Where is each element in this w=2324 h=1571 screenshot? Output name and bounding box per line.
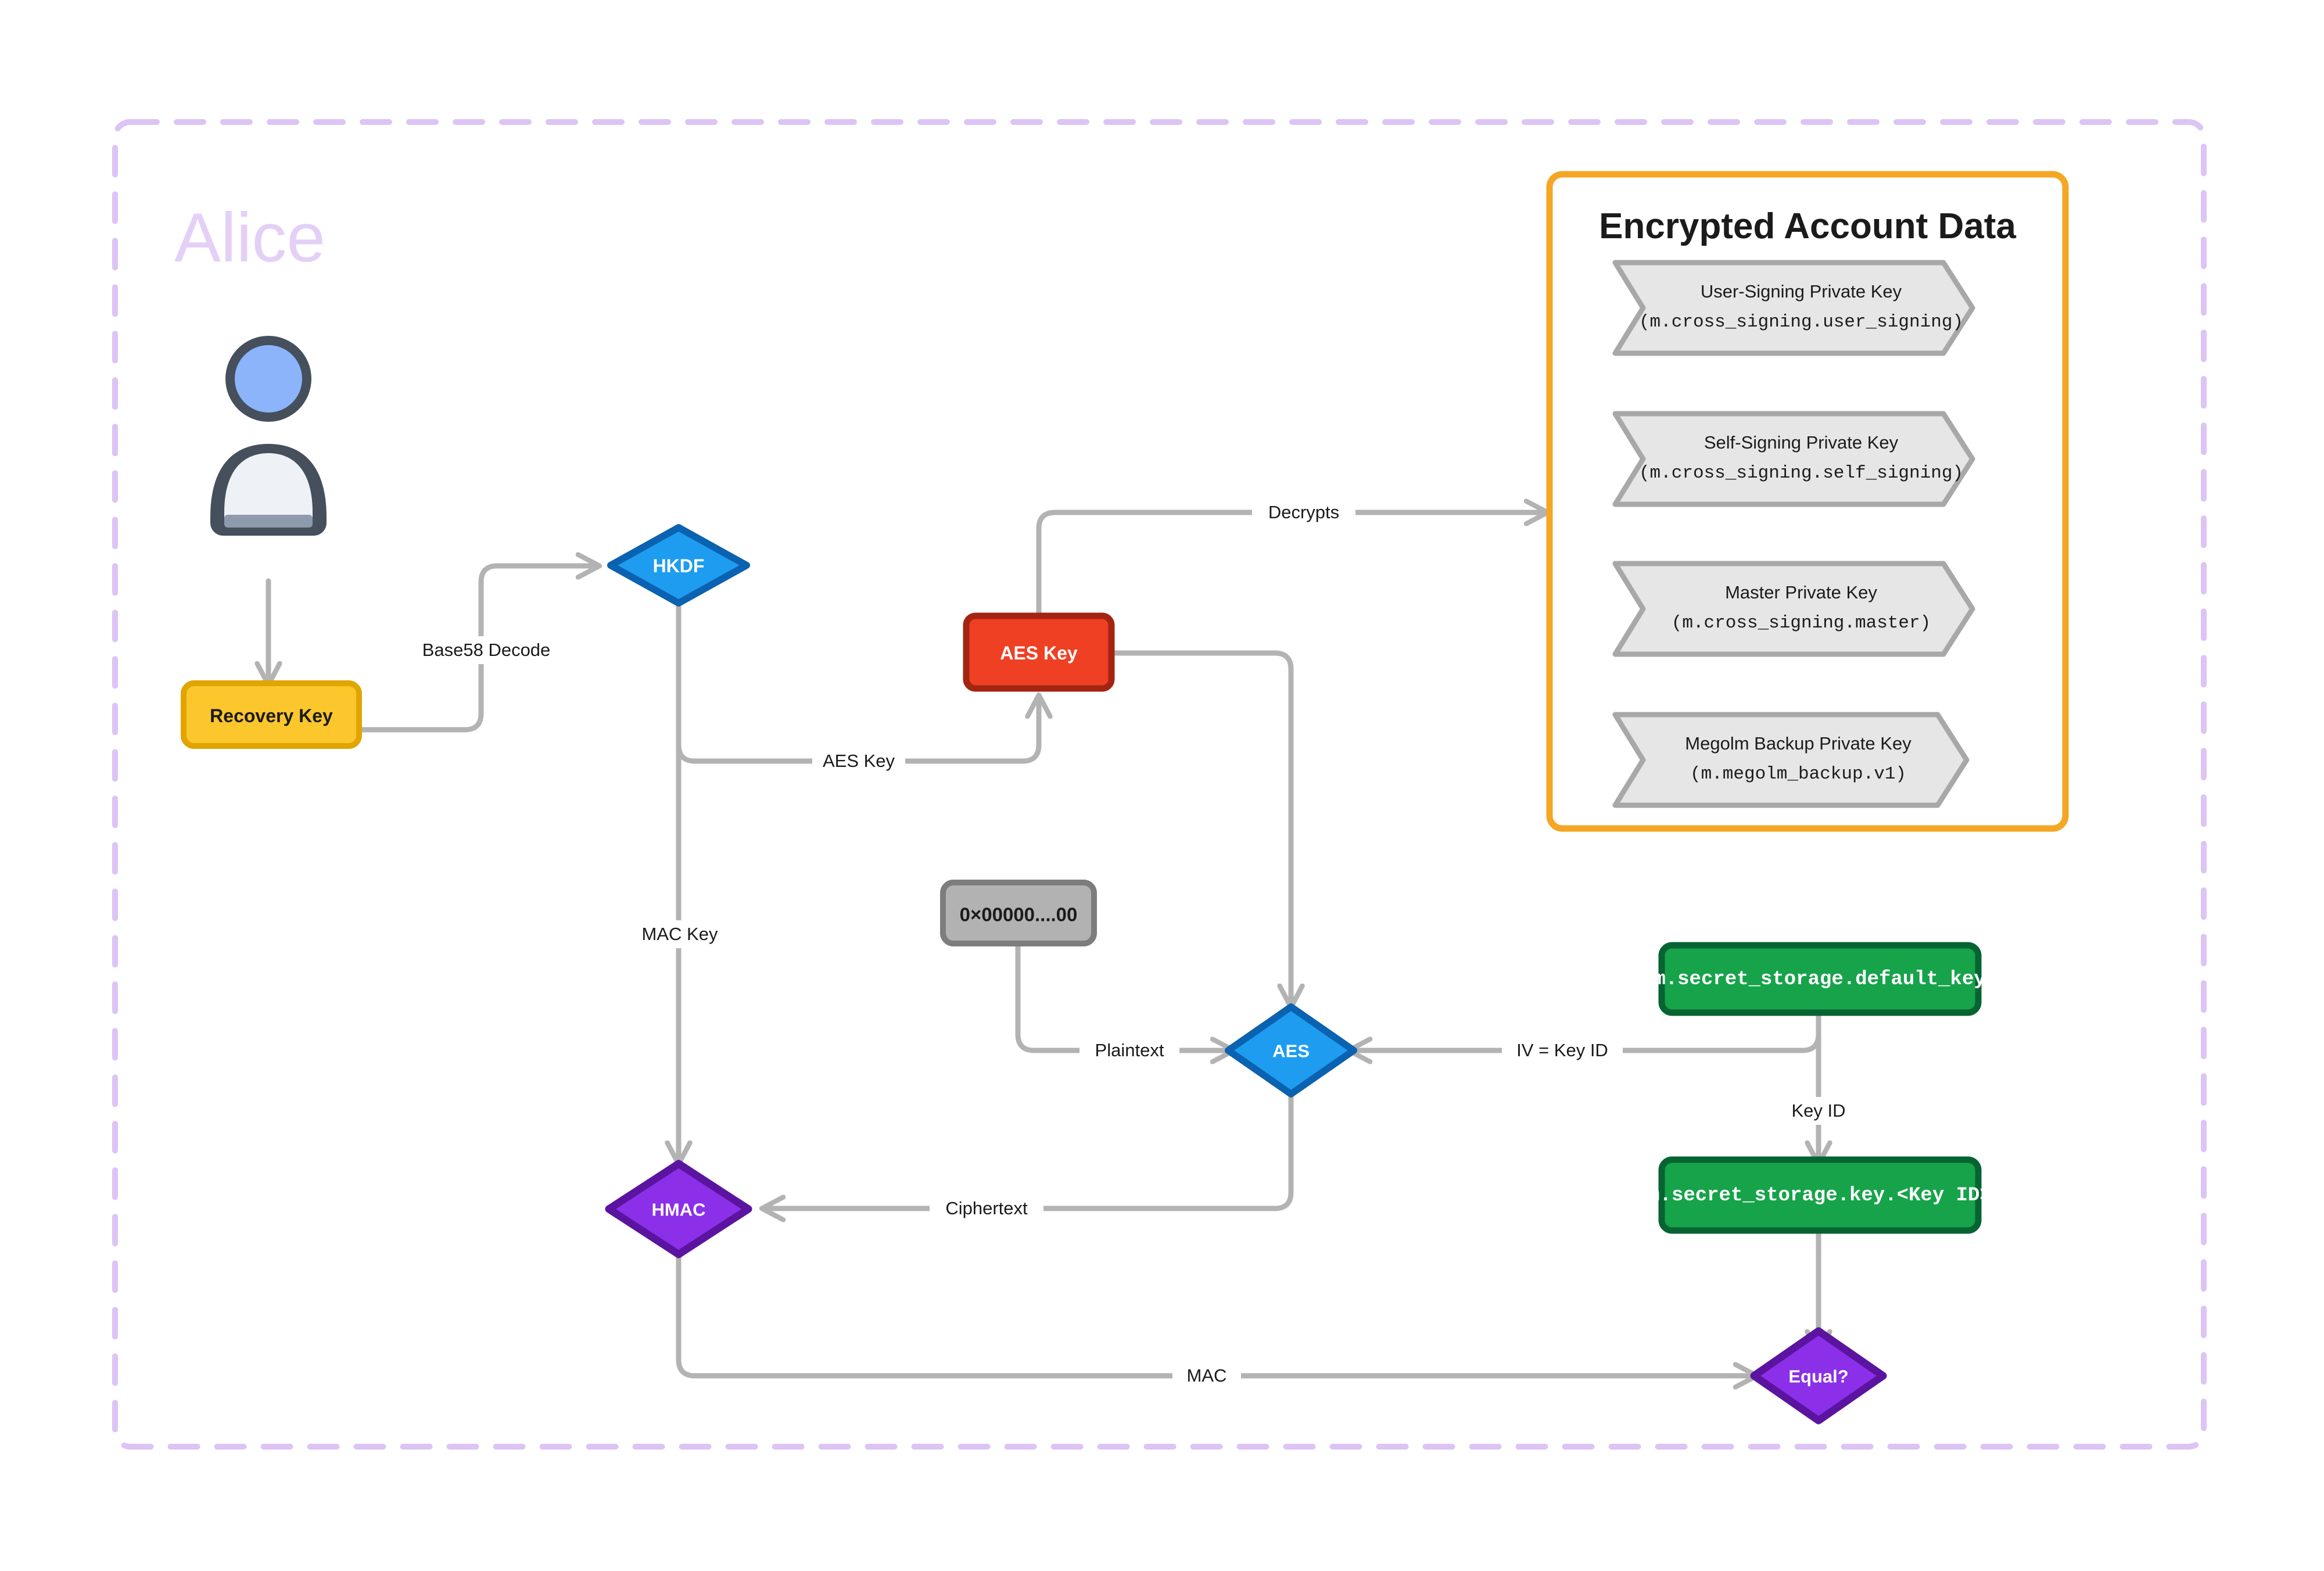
account-data-item-title: Master Private Key (1725, 582, 1877, 602)
account-data-item[interactable]: Master Private Key (m.cross_signing.mast… (1612, 561, 1975, 657)
edge-label-ciphertext: Ciphertext (945, 1198, 1028, 1218)
edge-plaintext-to-aes (1015, 941, 1232, 1050)
account-data-item-event-type: (m.cross_signing.self_signing) (1639, 463, 1963, 483)
user-avatar-icon (210, 336, 327, 536)
edge-hmac-to-equal (676, 1252, 1755, 1376)
node-default-key-label: m.secret_storage.default_key (1654, 969, 1985, 991)
node-default-key[interactable]: m.secret_storage.default_key (1654, 942, 1986, 1016)
account-data-item-event-type: (m.cross_signing.master) (1672, 613, 1931, 633)
node-hmac[interactable]: HMAC (605, 1160, 752, 1258)
node-hkdf[interactable]: HKDF (607, 524, 750, 607)
edge-label-base58-decode: Base58 Decode (422, 640, 551, 660)
account-data-item-title: Self-Signing Private Key (1704, 432, 1899, 453)
account-data-item-event-type: (m.megolm_backup.v1) (1690, 764, 1906, 784)
node-storage-key-label: m.secret_storage.key.<Key ID> (1648, 1185, 1992, 1207)
node-aes[interactable]: AES (1225, 1003, 1357, 1097)
encrypted-account-data-title: Encrypted Account Data (1599, 206, 2016, 246)
edge-label-key-id: Key ID (1791, 1100, 1845, 1121)
node-aes-key-label: AES Key (1000, 643, 1078, 663)
node-storage-key[interactable]: m.secret_storage.key.<Key ID> (1648, 1156, 1992, 1234)
node-aes-key[interactable]: AES Key (963, 612, 1115, 692)
account-data-item[interactable]: User-Signing Private Key (m.cross_signin… (1612, 260, 1975, 356)
node-plaintext[interactable]: 0×00000....00 (940, 880, 1097, 946)
account-data-item[interactable]: Self-Signing Private Key (m.cross_signin… (1612, 411, 1975, 507)
node-equal-label: Equal? (1788, 1366, 1848, 1387)
node-plaintext-label: 0×00000....00 (960, 904, 1078, 926)
node-hmac-label: HMAC (652, 1200, 706, 1220)
edge-label-mac-key: MAC Key (642, 924, 718, 944)
account-data-item-title: User-Signing Private Key (1701, 281, 1902, 302)
edge-aes-to-hmac (764, 1092, 1294, 1208)
edge-label-aes-key: AES Key (823, 751, 895, 771)
edge-aeskey-to-account (1036, 512, 1545, 619)
edge-aeskey-to-aes (1108, 650, 1291, 1005)
node-recovery-key[interactable]: Recovery Key (181, 680, 362, 749)
node-aes-label: AES (1272, 1041, 1310, 1061)
node-hkdf-label: HKDF (653, 555, 705, 576)
encrypted-account-data-panel: Encrypted Account Data User-Signing Priv… (1546, 171, 2069, 832)
account-data-item[interactable]: Megolm Backup Private Key (m.megolm_back… (1612, 712, 1970, 808)
node-recovery-key-label: Recovery Key (210, 705, 333, 726)
account-data-item-event-type: (m.cross_signing.user_signing) (1639, 312, 1963, 332)
edge-label-iv-key-id: IV = Key ID (1516, 1040, 1608, 1060)
edge-label-decrypts: Decrypts (1268, 502, 1339, 522)
edge-label-plaintext: Plaintext (1095, 1040, 1164, 1060)
edge-label-mac: MAC (1187, 1365, 1227, 1386)
alice-scope-container (112, 119, 2207, 1450)
node-equal[interactable]: Equal? (1750, 1327, 1887, 1425)
actor-name-label: Alice (174, 199, 325, 277)
account-data-item-title: Megolm Backup Private Key (1685, 733, 1911, 754)
